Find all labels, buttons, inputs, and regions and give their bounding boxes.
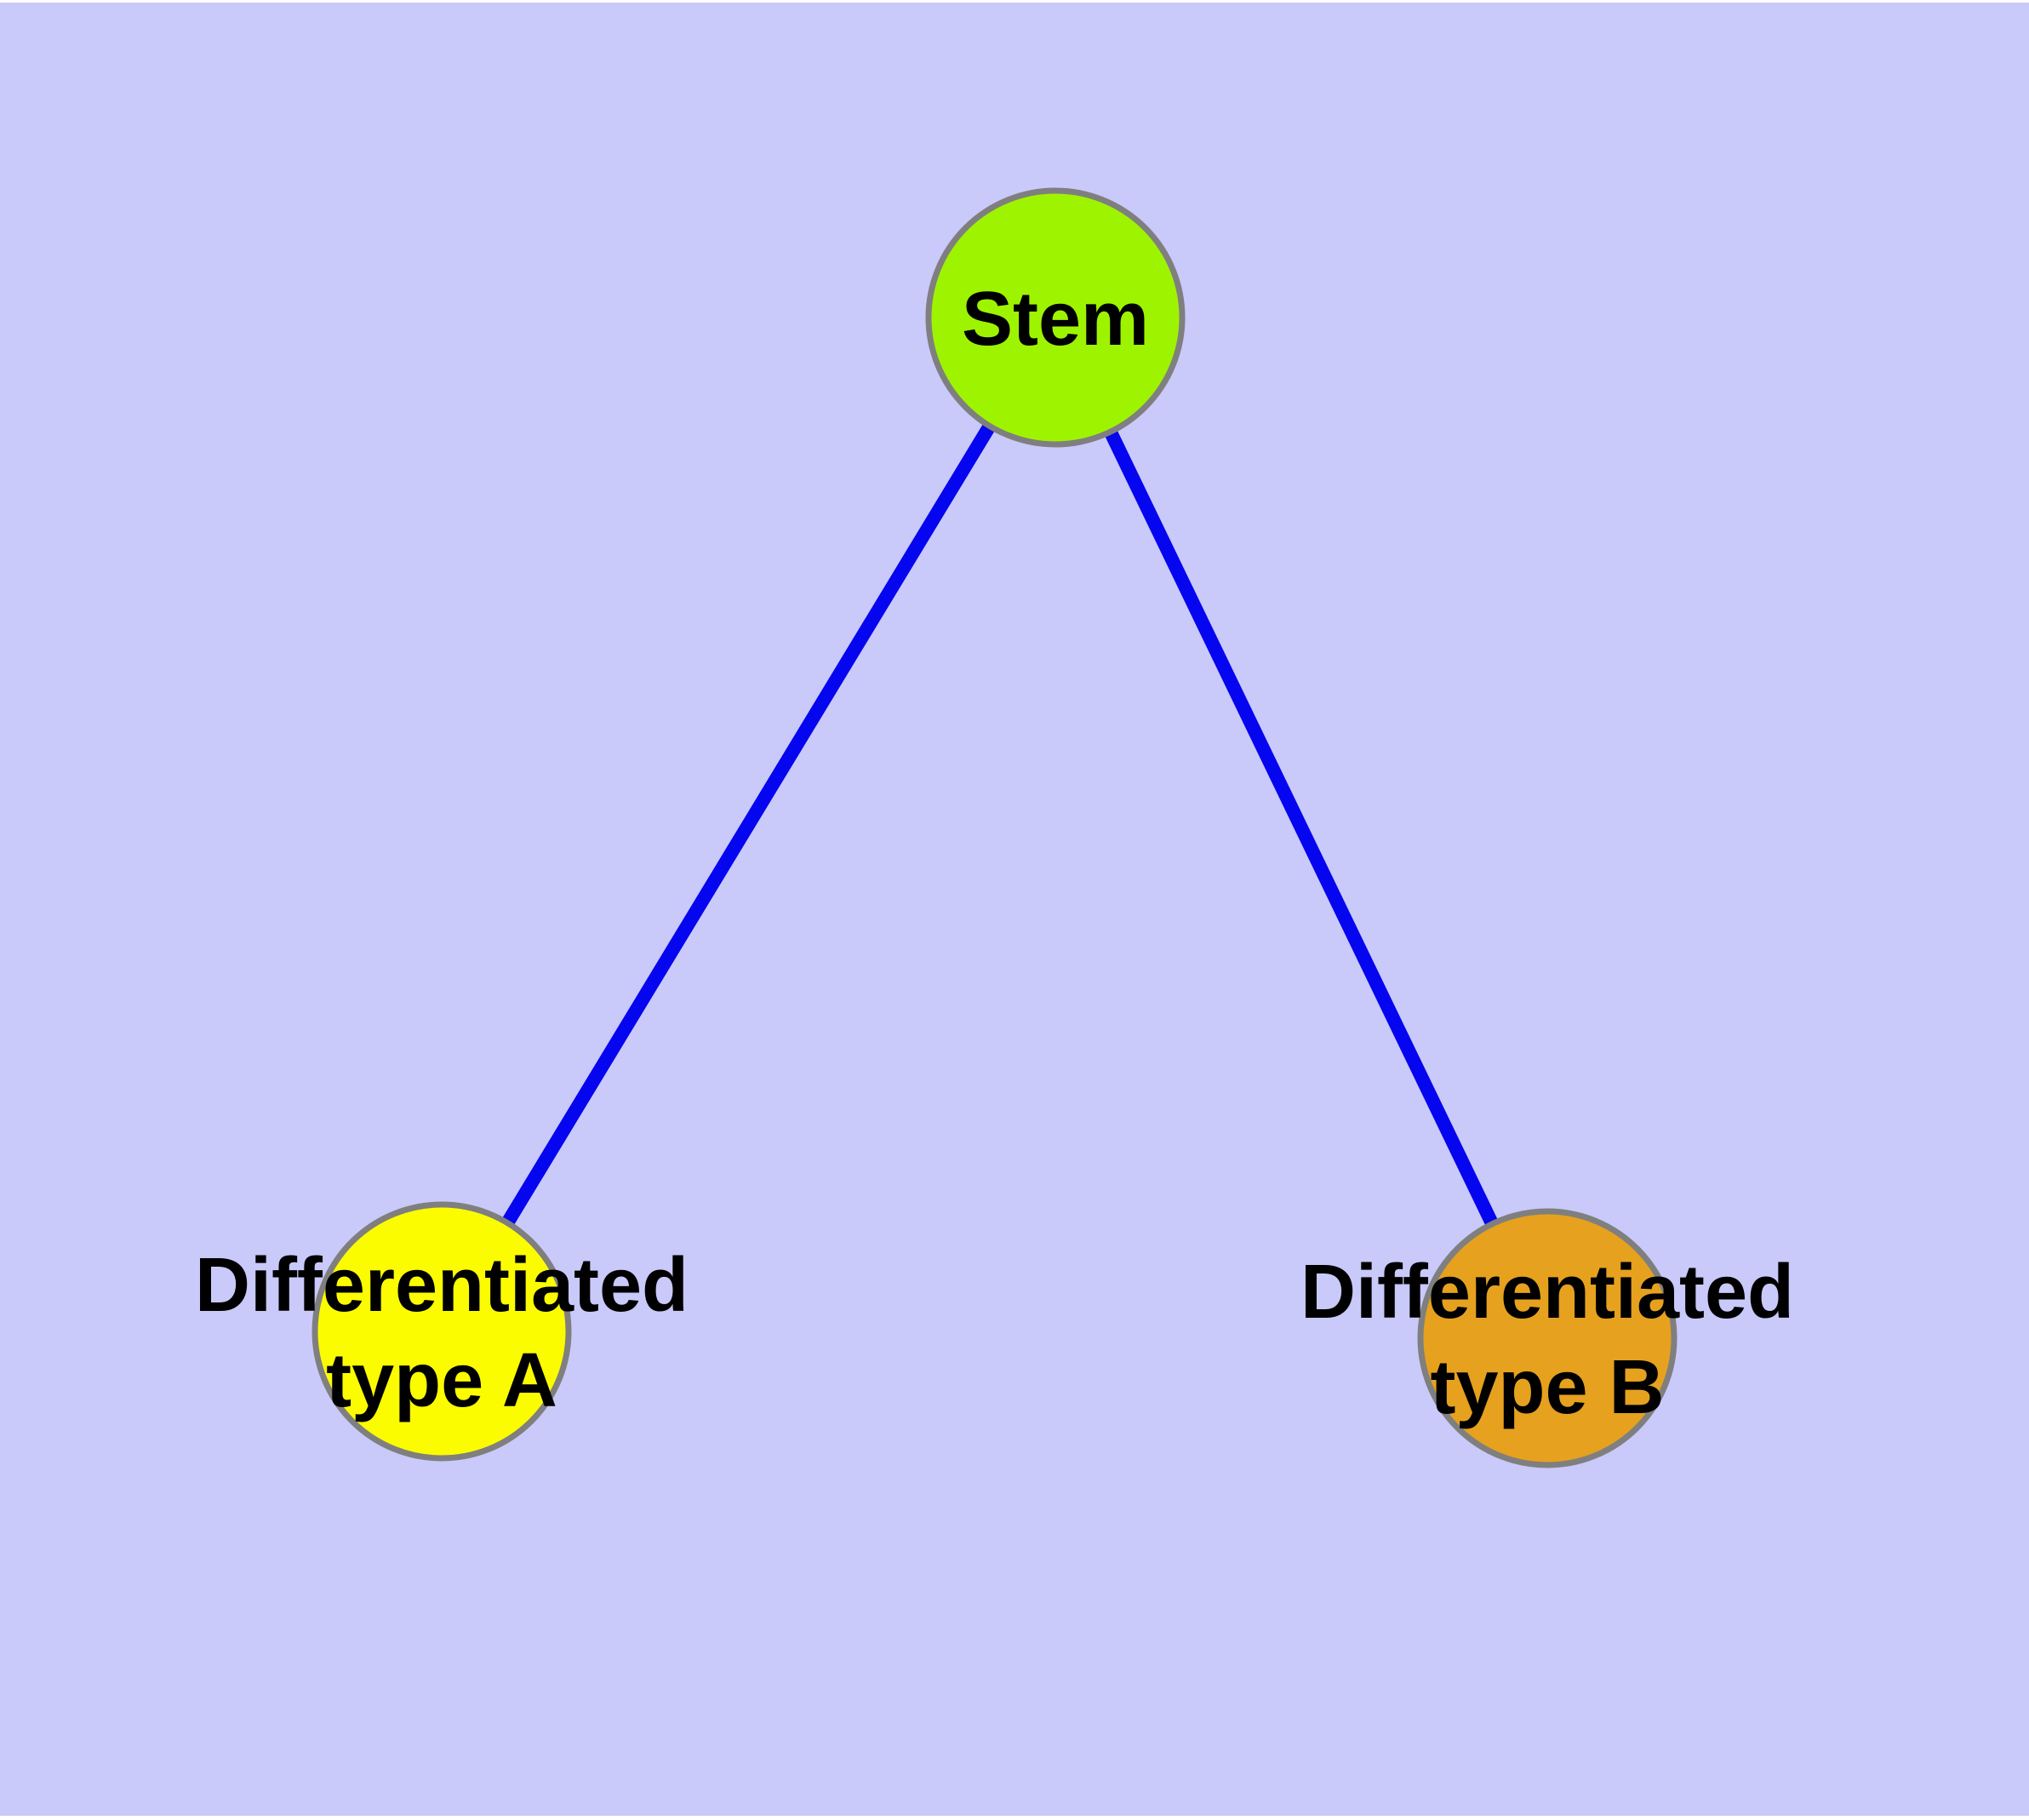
- node-stem-label: Stem: [962, 277, 1149, 362]
- node-type-a-circle: [311, 1201, 572, 1462]
- node-type-b-label-line2: type B: [1430, 1345, 1664, 1430]
- node-type-b-label-line1: Differentiated: [1300, 1250, 1794, 1335]
- node-type-a-label-line2: type A: [326, 1338, 557, 1423]
- edge-stem-to-type-b: [1049, 314, 1554, 1342]
- node-type-a-label-line1: Differentiated: [195, 1243, 689, 1328]
- node-stem-circle: [925, 187, 1186, 448]
- node-type-b-circle: [1417, 1208, 1677, 1468]
- edge-stem-to-type-a: [436, 313, 1061, 1336]
